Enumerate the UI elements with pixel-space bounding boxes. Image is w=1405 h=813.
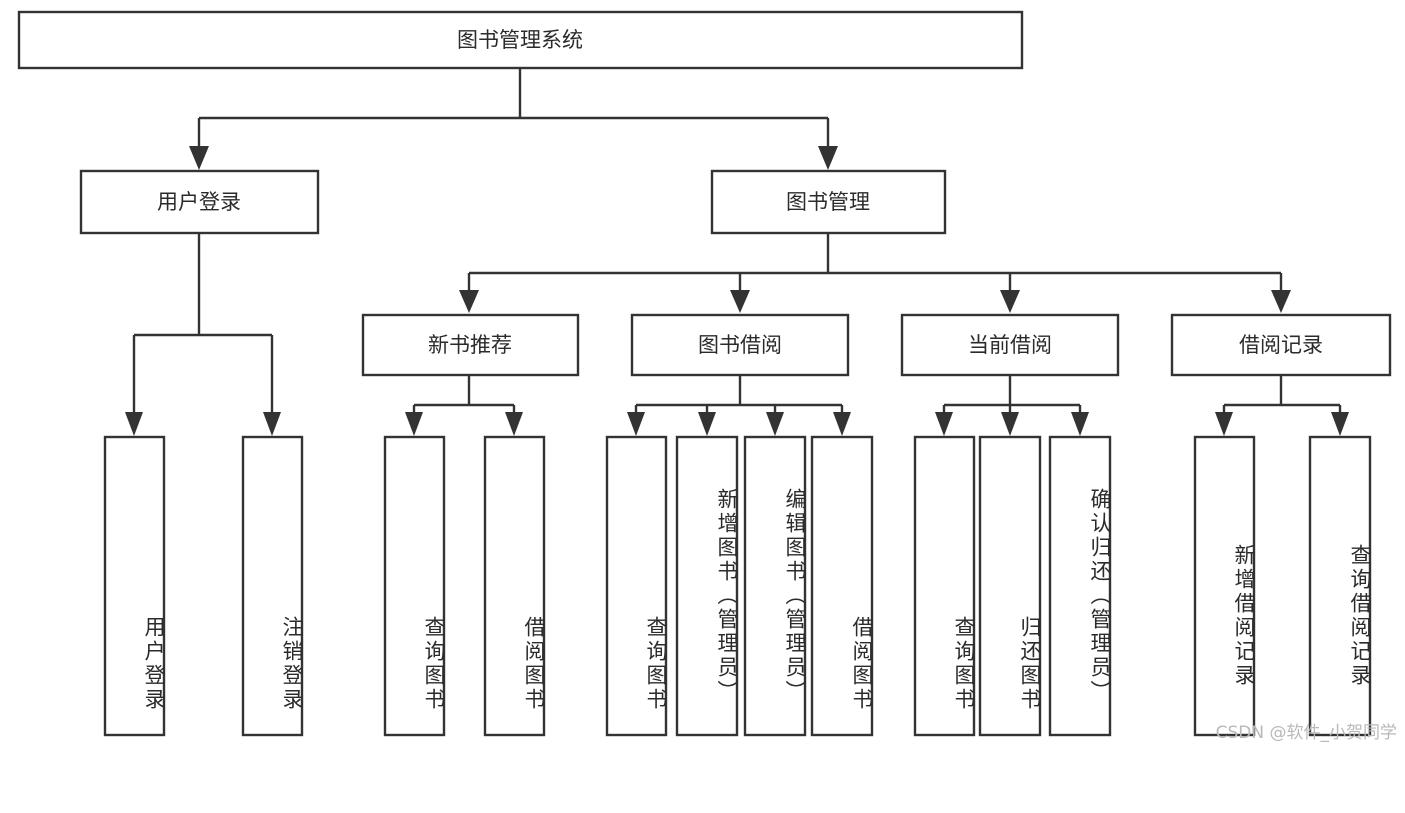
node-book-borrow[interactable] (630, 313, 850, 377)
edge-group-borrow-record (1215, 375, 1349, 436)
node-leaf-query-book-1[interactable] (383, 435, 446, 737)
node-borrow-record[interactable] (1170, 313, 1392, 377)
node-leaf-query-book-3[interactable] (913, 435, 976, 737)
node-user-login[interactable] (79, 169, 320, 235)
node-new-book-rec-label: 新书推荐 (428, 333, 512, 357)
node-leaf-add-record[interactable] (1193, 435, 1256, 737)
edge-group-user-login (125, 233, 281, 436)
arrowhead-book-borrow (730, 290, 750, 313)
edge-group-current-borrow (935, 375, 1089, 436)
edge-group-root (189, 68, 838, 170)
arrowhead-leaf-add-book (698, 412, 716, 436)
node-leaf-query-record[interactable] (1308, 435, 1372, 737)
arrowhead-book-manage (818, 146, 838, 170)
arrowhead-leaf-query-book-2 (627, 412, 645, 436)
node-current-borrow-label: 当前借阅 (968, 333, 1052, 357)
node-leaf-borrow-book-2[interactable] (810, 435, 874, 737)
node-leaf-add-book[interactable] (675, 435, 739, 737)
arrowhead-leaf-logout (263, 412, 281, 436)
diagram-canvas: 图书管理系统 用户登录 图书管理 新书推荐 图书借阅 当前借阅 借阅记录 (17, 10, 1392, 737)
node-leaf-confirm-return[interactable] (1048, 435, 1112, 737)
edge-group-book-manage (459, 233, 1291, 313)
arrowhead-leaf-query-book-3 (935, 412, 953, 436)
arrowhead-leaf-edit-book (766, 412, 784, 436)
node-current-borrow[interactable] (900, 313, 1120, 377)
system-structure-diagram: 图书管理系统 用户登录 图书管理 新书推荐 图书借阅 当前借阅 借阅记录 (17, 10, 1397, 743)
node-root-label: 图书管理系统 (457, 28, 583, 52)
arrowhead-leaf-user-login (125, 412, 143, 436)
node-new-book-rec[interactable] (361, 313, 580, 377)
arrowhead-leaf-query-book-1 (405, 412, 423, 436)
arrowhead-user-login (189, 146, 209, 170)
edge-group-new-book-rec (405, 375, 523, 436)
arrowhead-new-book-rec (459, 290, 479, 313)
arrowhead-leaf-borrow-book-2 (833, 412, 851, 436)
arrowhead-borrow-record (1271, 290, 1291, 313)
arrowhead-leaf-confirm-return (1071, 412, 1089, 436)
node-leaf-user-login[interactable] (103, 435, 166, 737)
node-book-borrow-label: 图书借阅 (698, 333, 782, 357)
node-book-manage[interactable] (710, 169, 947, 235)
watermark: CSDN @软件_小贺同学 (1215, 723, 1397, 743)
node-leaf-return-book[interactable] (978, 435, 1042, 737)
node-leaf-logout[interactable] (241, 435, 304, 737)
arrowhead-leaf-query-record (1331, 412, 1349, 436)
node-root[interactable] (17, 10, 1024, 70)
arrowhead-leaf-borrow-book-1 (505, 412, 523, 436)
arrowhead-leaf-return-book (1001, 412, 1019, 436)
node-borrow-record-label: 借阅记录 (1239, 333, 1323, 357)
arrowhead-current-borrow (1000, 290, 1020, 313)
node-book-manage-label: 图书管理 (786, 190, 870, 214)
node-leaf-borrow-book-1[interactable] (483, 435, 546, 737)
arrowhead-leaf-add-record (1215, 412, 1233, 436)
edge-group-book-borrow (627, 375, 851, 436)
node-leaf-edit-book[interactable] (743, 435, 807, 737)
node-user-login-label: 用户登录 (157, 190, 241, 214)
node-leaf-query-book-2[interactable] (605, 435, 668, 737)
